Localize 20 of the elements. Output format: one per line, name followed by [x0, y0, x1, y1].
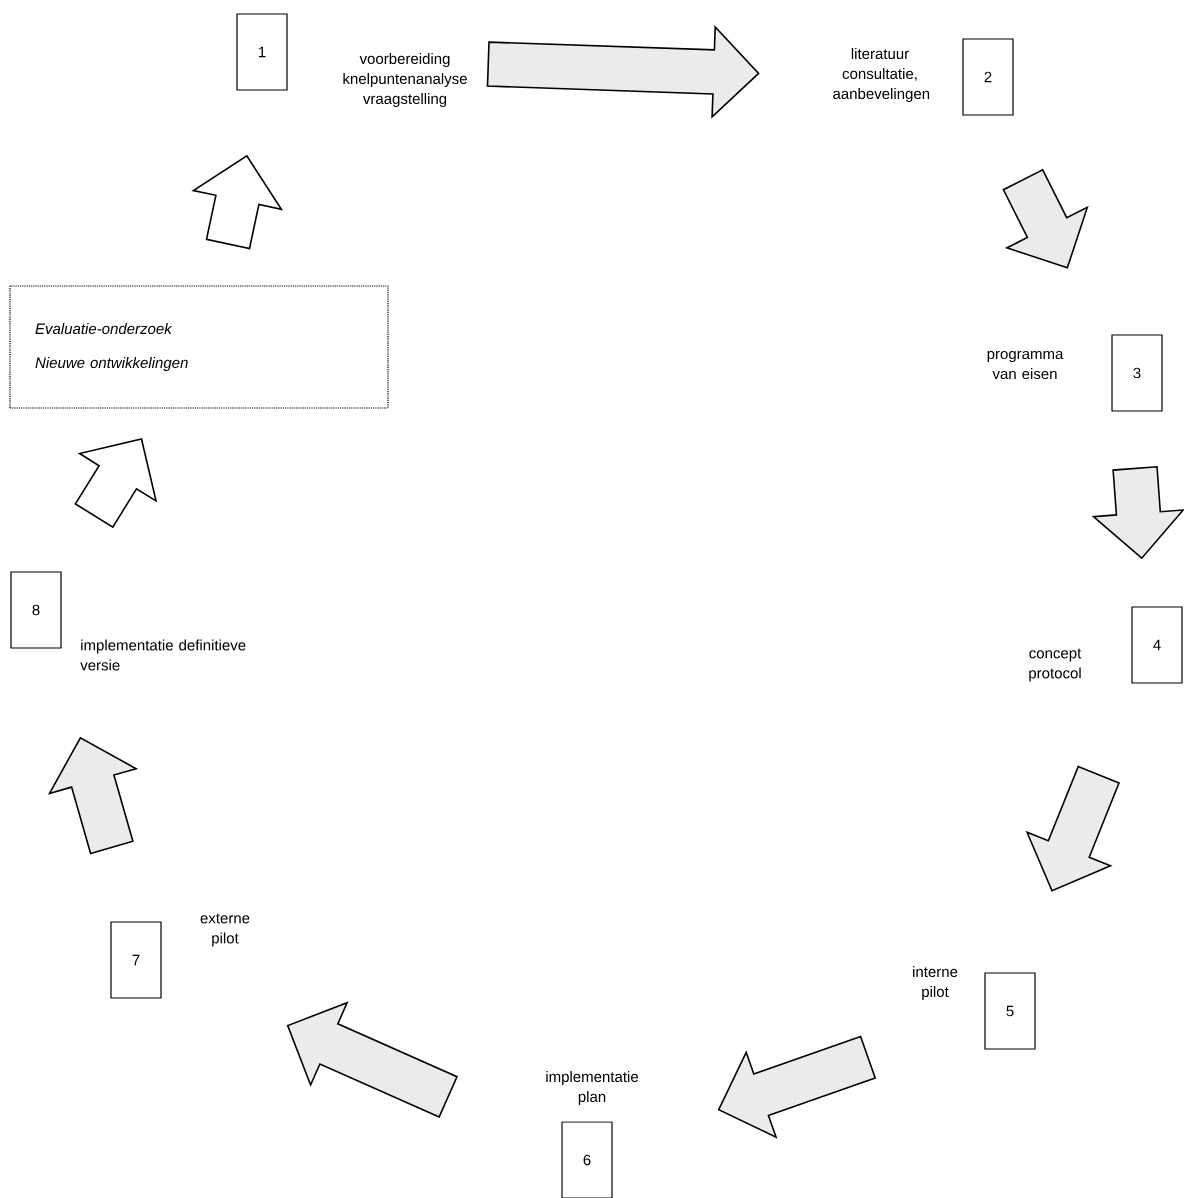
number-box: 7: [110, 921, 162, 999]
block-arrow: [486, 24, 760, 119]
dotted-box: Evaluatie-onderzoek Nieuwe ontwikkelingen: [9, 285, 389, 409]
number-box: 2: [962, 38, 1014, 116]
stage-label: literatuur consultatie, aanbevelingen: [833, 48, 930, 102]
number-box: 1: [236, 13, 288, 91]
stage-label: concept protocol: [1029, 648, 1082, 682]
number-box: 4: [1131, 606, 1183, 684]
number-box: 5: [984, 972, 1036, 1050]
block-arrow: [191, 154, 284, 250]
stage-label: programma van eisen: [987, 350, 1064, 380]
stage-label: voorbereiding knelpuntenanalyse vraagstelling: [343, 53, 467, 107]
stage-label: implementatie definitieve versie: [80, 639, 246, 671]
number-box: 8: [10, 571, 62, 649]
number-box: 6: [561, 1121, 613, 1198]
block-arrow: [47, 736, 139, 855]
stage-label: externe pilot: [200, 913, 250, 947]
stage-label: interne pilot: [913, 966, 958, 1000]
number-box: 3: [1111, 334, 1163, 412]
stage-label: implementatie plan: [546, 1071, 638, 1105]
